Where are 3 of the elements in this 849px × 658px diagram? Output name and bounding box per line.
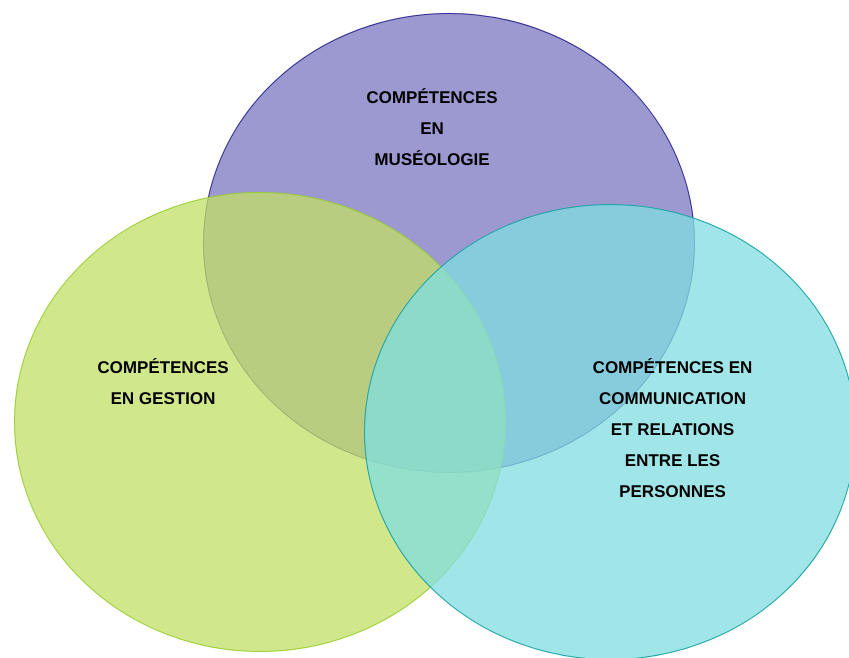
circle-label: COMPÉTENCES EN GESTION (96, 357, 230, 410)
circle-label: COMPÉTENCES EN COMMUNICATION ET RELATIONS ENTRE LES PERSONNES (592, 357, 754, 503)
circle-label: COMPÉTENCES EN MUSÉOLOGIE (365, 87, 499, 171)
